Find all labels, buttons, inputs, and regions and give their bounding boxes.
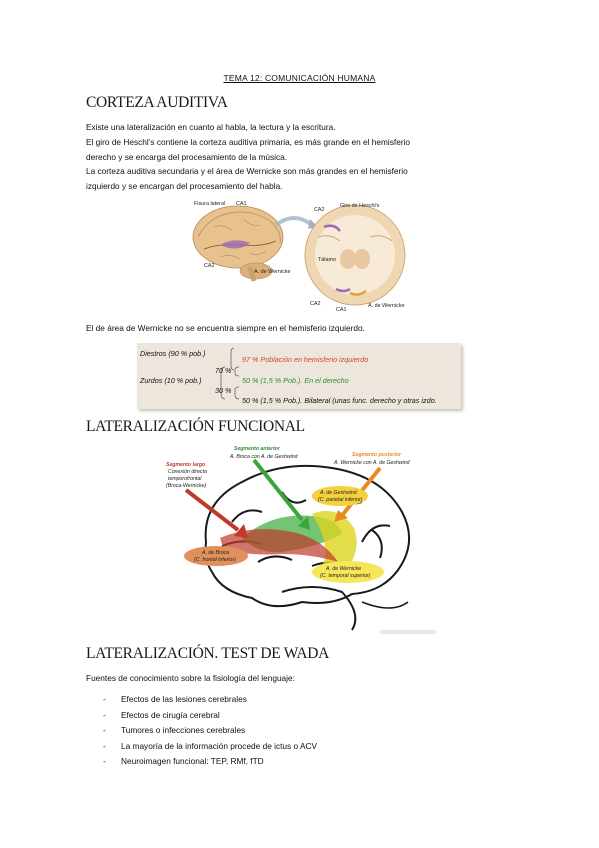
label-ca2-bottom: CA2 <box>310 301 321 307</box>
z30-result: 50 % (1,5 % Pob.). Bilateral (unas func.… <box>242 396 437 405</box>
label-wernicke-2: (C. temporal superior) <box>320 573 371 579</box>
label-wernicke-left: A. de Wernicke <box>254 269 290 275</box>
list-item: -Efectos de cirugía cerebral <box>103 709 220 720</box>
label-geshwind-2: (C. parietal inferior) <box>318 497 363 503</box>
label-70: 70 % <box>215 366 232 375</box>
label-talamo: Tálamo <box>318 257 336 263</box>
paragraph-line: derecho y se encarga del procesamiento d… <box>86 151 288 162</box>
label-fisura: Fisura lateral <box>194 201 225 207</box>
list-item: -Tumores o infecciones cerebrales <box>103 725 246 736</box>
z70-result: 50 % (1,5 % Pob.). En el derecho <box>242 376 349 385</box>
red-tract <box>220 529 338 562</box>
lateral-brain-illustration <box>192 205 284 282</box>
paragraph-corteza-auditiva: Existe una lateralización en cuanto al h… <box>86 120 526 194</box>
label-seg-anterior-sub: A. Broca con A. de Geshwind <box>229 454 299 460</box>
label-diestros: Diestros (90 % pob.) <box>140 349 206 358</box>
coronal-section-illustration <box>304 204 406 306</box>
label-ca1-bottom: CA1 <box>336 307 347 313</box>
label-seg-largo-sub1: Conexión directa <box>168 469 207 475</box>
label-geshwind-1: A. de Geshwind <box>319 490 358 496</box>
label-seg-largo-sub3: (Broca-Wernicke) <box>166 483 207 489</box>
document-title: TEMA 12: COMUNICACIÓN HUMANA <box>223 73 376 83</box>
label-ca2-left: CA2 <box>204 263 215 269</box>
paragraph-line: El giro de Heschl’s contiene la corteza … <box>86 136 411 147</box>
label-seg-posterior-sub: A. Wernicke con A. de Geshwind <box>333 460 411 466</box>
label-giro: Giro de Heschl's <box>340 203 380 209</box>
yellow-tract <box>312 511 357 575</box>
label-wernicke-right: A. de Wernicke <box>368 303 404 309</box>
brain-outline-illustration <box>204 464 411 631</box>
list-item: -Neuroimagen funcional: TEP, RMf, fTD <box>103 756 264 767</box>
paragraph-line: izquierdo y se encargan del procesamient… <box>86 181 283 192</box>
heading-lateralizacion-funcional: LATERALIZACIÓN FUNCIONAL <box>86 418 305 435</box>
label-seg-anterior: Segmento anterior <box>234 446 281 452</box>
label-30: 30 % <box>215 386 232 395</box>
language-network-figure: Segmento anterior A. Broca con A. de Ges… <box>162 442 438 636</box>
label-broca-2: (C. frontal inferior) <box>194 557 236 563</box>
label-seg-posterior: Segmento posterior <box>352 452 402 458</box>
auditory-cortex-figure: Fisura lateral CA1 CA2 A. de Wernicke CA… <box>190 197 412 315</box>
label-wernicke-1: A. de Wernicke <box>325 566 361 572</box>
label-seg-largo-sub2: temporofrontal <box>168 476 202 482</box>
paragraph-line: Existe una lateralización en cuanto al h… <box>86 122 336 132</box>
label-ca1-left: CA1 <box>236 201 247 207</box>
sources-list: -Efectos de las lesiones cerebrales -Efe… <box>103 692 317 770</box>
list-item: -La mayoría de la información procede de… <box>103 740 318 751</box>
label-ca2-right: CA2 <box>314 207 325 213</box>
list-item: -Efectos de las lesiones cerebrales <box>103 694 247 704</box>
label-seg-largo: Segmento largo <box>166 462 205 468</box>
lateralization-table: Diestros (90 % pob.) Zurdos (10 % pob.) … <box>137 343 461 409</box>
heading-test-wada: LATERALIZACIÓN. TEST DE WADA <box>86 645 330 662</box>
diestros-result: 97 % Población en hemisferio izquierdo <box>242 355 369 364</box>
note-wernicke: El de área de Wernicke no se encuentra s… <box>86 323 365 333</box>
label-broca-1: A. de Broca <box>201 550 229 556</box>
heading-corteza-auditiva: CORTEZA AUDITIVA <box>86 94 228 111</box>
paragraph-line: La corteza auditiva secundaria y el área… <box>86 166 408 177</box>
wada-intro: Fuentes de conocimiento sobre la fisiolo… <box>86 673 295 683</box>
label-zurdos: Zurdos (10 % pob.) <box>140 376 202 385</box>
